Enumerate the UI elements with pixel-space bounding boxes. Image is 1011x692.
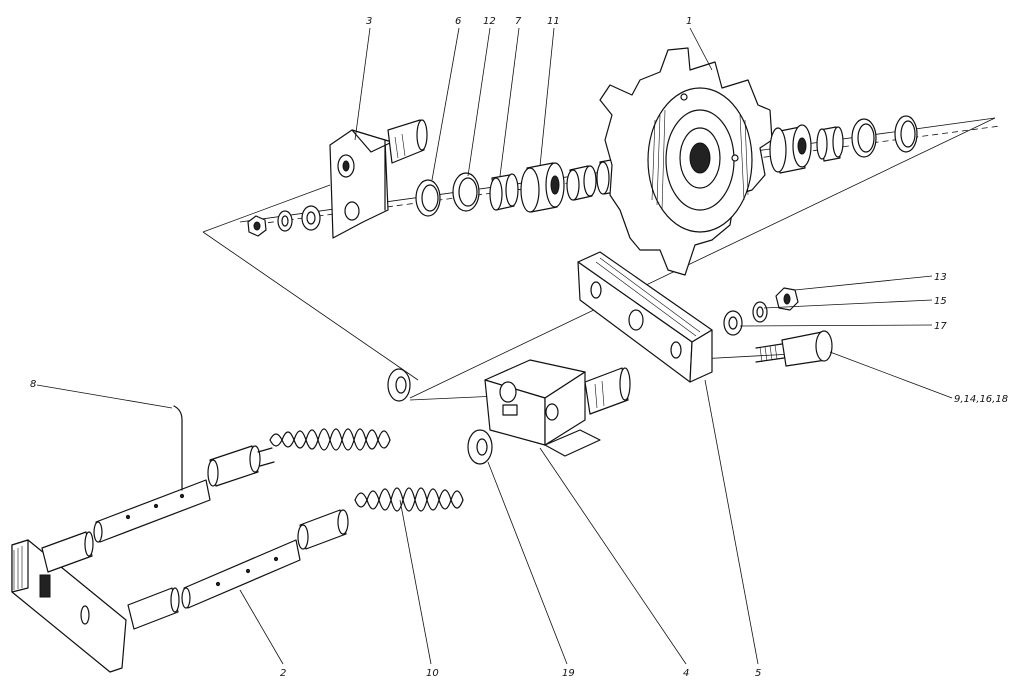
label-17: 17	[934, 321, 947, 332]
upper-spring-rod	[93, 405, 391, 543]
label-11: 11	[547, 16, 560, 27]
label-6: 6	[455, 16, 461, 27]
part-1-sprocket	[599, 47, 773, 276]
shaft-components	[415, 157, 627, 217]
label-15: 15	[934, 296, 947, 307]
label-2: 2	[280, 668, 286, 679]
label-3: 3	[366, 16, 372, 27]
label-19: 19	[562, 668, 575, 679]
label-10: 10	[426, 668, 439, 679]
bolt-set-right	[723, 287, 833, 367]
part-5-angle-bracket	[577, 251, 713, 383]
label-12: 12	[483, 16, 496, 27]
label-7: 7	[515, 16, 522, 27]
label-1: 1	[686, 16, 692, 27]
part-4-tensioner-bracket	[484, 359, 631, 457]
callout-labels: 1 3 6 12 7 11 13 15 17 9,14,16,18 8 2 10…	[30, 16, 1008, 679]
label-8: 8	[30, 379, 36, 390]
label-13: 13	[934, 272, 947, 283]
label-4: 4	[683, 668, 689, 679]
right-bearings	[769, 115, 918, 174]
left-nut-washers	[247, 205, 321, 237]
label-5: 5	[755, 668, 761, 679]
lower-spring-rod	[181, 487, 464, 609]
part-3-bracket	[329, 119, 428, 239]
washers-spring-side	[387, 368, 493, 465]
part-2-end-plate	[11, 531, 180, 673]
label-9-14-16-18: 9,14,16,18	[954, 394, 1008, 405]
leader-lines	[36, 27, 953, 665]
